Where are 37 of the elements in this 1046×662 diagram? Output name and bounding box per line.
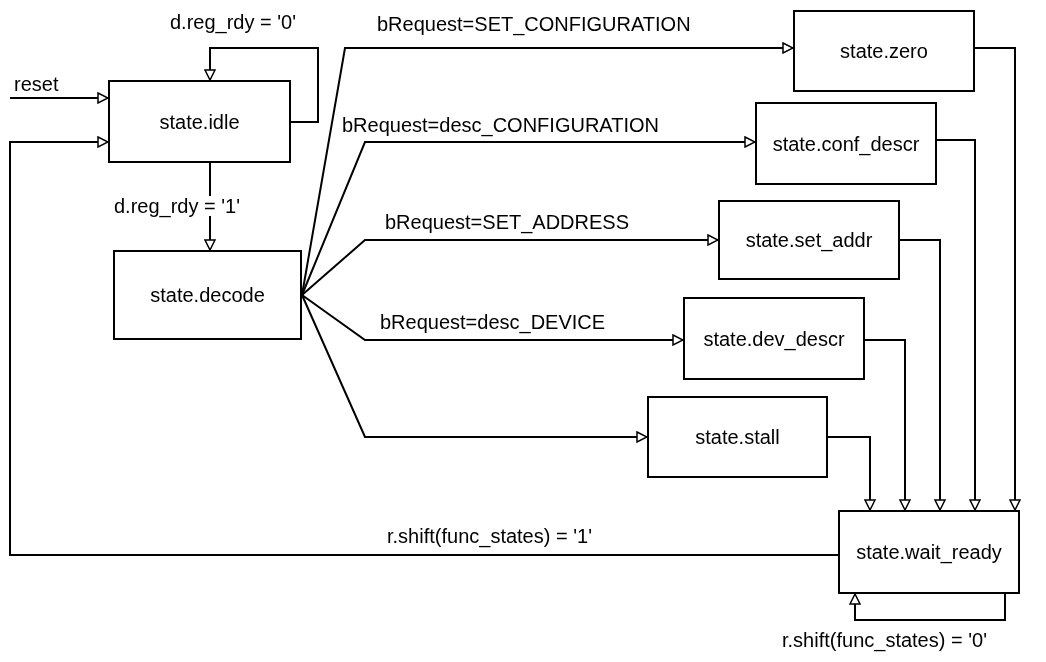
state-name: state.wait_ready bbox=[856, 540, 1002, 566]
arrow bbox=[849, 593, 1006, 621]
edge-label: r.shift(func_states) = '1' bbox=[385, 526, 594, 546]
arrow bbox=[301, 234, 719, 296]
edge-label: d.reg_rdy = '0' bbox=[168, 12, 299, 32]
arrow bbox=[974, 47, 1021, 511]
edge-label: bRequest=desc_DEVICE bbox=[378, 312, 608, 332]
state-box bbox=[683, 297, 865, 380]
state-box bbox=[838, 510, 1020, 594]
arrow bbox=[864, 339, 911, 511]
state-box bbox=[718, 200, 900, 280]
state-box bbox=[108, 80, 291, 163]
state-box bbox=[793, 10, 975, 92]
arrow bbox=[301, 294, 648, 443]
edge-label: bRequest=desc_CONFIGURATION bbox=[340, 115, 661, 135]
state-name: state.idle bbox=[159, 109, 240, 135]
arrow bbox=[9, 92, 109, 104]
arrow bbox=[204, 47, 319, 123]
state-box bbox=[647, 396, 828, 478]
state-name: state.zero bbox=[840, 39, 928, 64]
arrow bbox=[936, 139, 981, 511]
arrow bbox=[9, 136, 839, 556]
edge-label: reset bbox=[12, 74, 61, 94]
arrow bbox=[899, 239, 946, 511]
state-box bbox=[755, 102, 937, 185]
state-name: state.set_addr bbox=[745, 228, 873, 254]
state-name: state.stall bbox=[695, 425, 780, 450]
arrow bbox=[301, 294, 684, 346]
edge-label: bRequest=SET_ADDRESS bbox=[383, 212, 631, 232]
state-name: state.decode bbox=[150, 283, 265, 308]
state-name: state.conf_descr bbox=[772, 131, 920, 158]
edge-label: d.reg_rdy = '1' bbox=[112, 196, 243, 216]
edge-label: bRequest=SET_CONFIGURATION bbox=[375, 14, 693, 34]
edge-label: r.shift(func_states) = '0' bbox=[780, 630, 989, 650]
state-box bbox=[113, 250, 302, 340]
arrow bbox=[827, 436, 876, 511]
state-name: state.dev_descr bbox=[703, 326, 845, 353]
